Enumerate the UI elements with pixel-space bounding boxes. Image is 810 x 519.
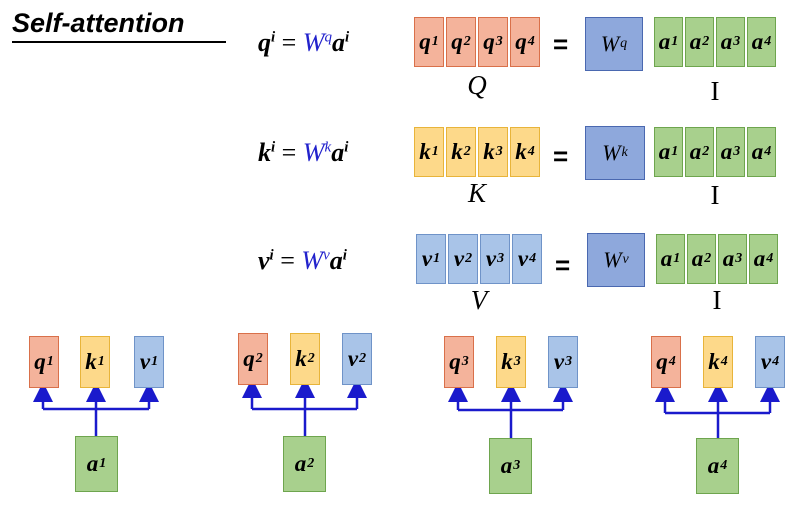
eq-rhs-var: a (329, 246, 343, 275)
eq-weight: W (301, 246, 324, 275)
eq-equals: = (281, 28, 297, 57)
equals-sign: = (553, 29, 569, 59)
eq-lhs-sup: i (271, 139, 276, 156)
eq-lhs-var: q (258, 28, 271, 57)
eq-lhs-sup: i (271, 29, 276, 46)
eq-rhs-var: a (331, 138, 345, 167)
eq-rhs-sup: i (345, 29, 350, 46)
matrix-k-label: K (467, 178, 486, 208)
eq-lhs-var: k (258, 138, 271, 167)
eq-equals: = (281, 138, 297, 167)
input-label: I (710, 76, 720, 106)
input-label: I (712, 285, 722, 315)
eq-equals: = (280, 246, 295, 275)
eq-weight-sup: q (324, 29, 333, 46)
eq-lhs-var: v (258, 246, 270, 275)
eq-rhs-var: a (332, 28, 346, 57)
eq-rhs-sup: i (344, 139, 349, 156)
eq-weight: W (302, 28, 325, 57)
equation-k: ki = Wkai (258, 138, 348, 168)
matrix-q-label: Q (467, 70, 487, 100)
equation-v: vi = Wvai (258, 246, 347, 276)
matrix-v-label: V (470, 285, 488, 315)
eq-weight-sup: k (324, 139, 332, 156)
eq-lhs-sup: i (269, 247, 274, 264)
page-title: Self-attention (12, 8, 226, 43)
input-label: I (710, 180, 720, 210)
eq-weight-sup: v (323, 247, 330, 264)
equals-sign: = (555, 250, 571, 280)
equals-sign: = (553, 141, 569, 171)
eq-weight: W (302, 138, 325, 167)
eq-rhs-sup: i (342, 247, 347, 264)
equation-q: qi = Wqai (258, 28, 349, 58)
